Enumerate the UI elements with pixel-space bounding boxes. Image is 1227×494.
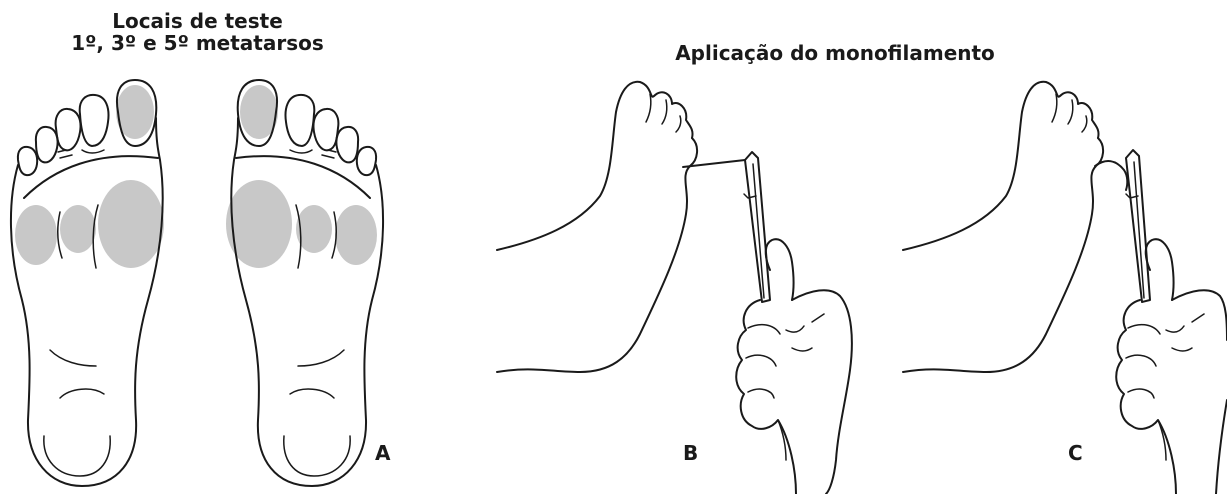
panel-label-a: A [375, 441, 390, 465]
right-foot-sole [226, 80, 383, 486]
panel-label-c: C [1068, 441, 1083, 465]
hand-c [1116, 239, 1227, 494]
monofilament-c [1095, 150, 1150, 302]
side-foot-b [497, 82, 697, 372]
left-foot-sole [11, 80, 164, 486]
panel-c-illustration [903, 82, 1227, 494]
test-site-5th-metatarsal-right [335, 205, 377, 265]
side-foot-c [903, 82, 1103, 372]
panel-b-illustration [497, 82, 852, 494]
test-site-3rd-metatarsal-left [60, 205, 96, 253]
test-site-1st-metatarsal-left [98, 180, 164, 268]
panel-label-b: B [683, 441, 698, 465]
test-site-5th-metatarsal-left [15, 205, 57, 265]
hand-b [736, 239, 852, 494]
monofilament-b [683, 152, 770, 302]
